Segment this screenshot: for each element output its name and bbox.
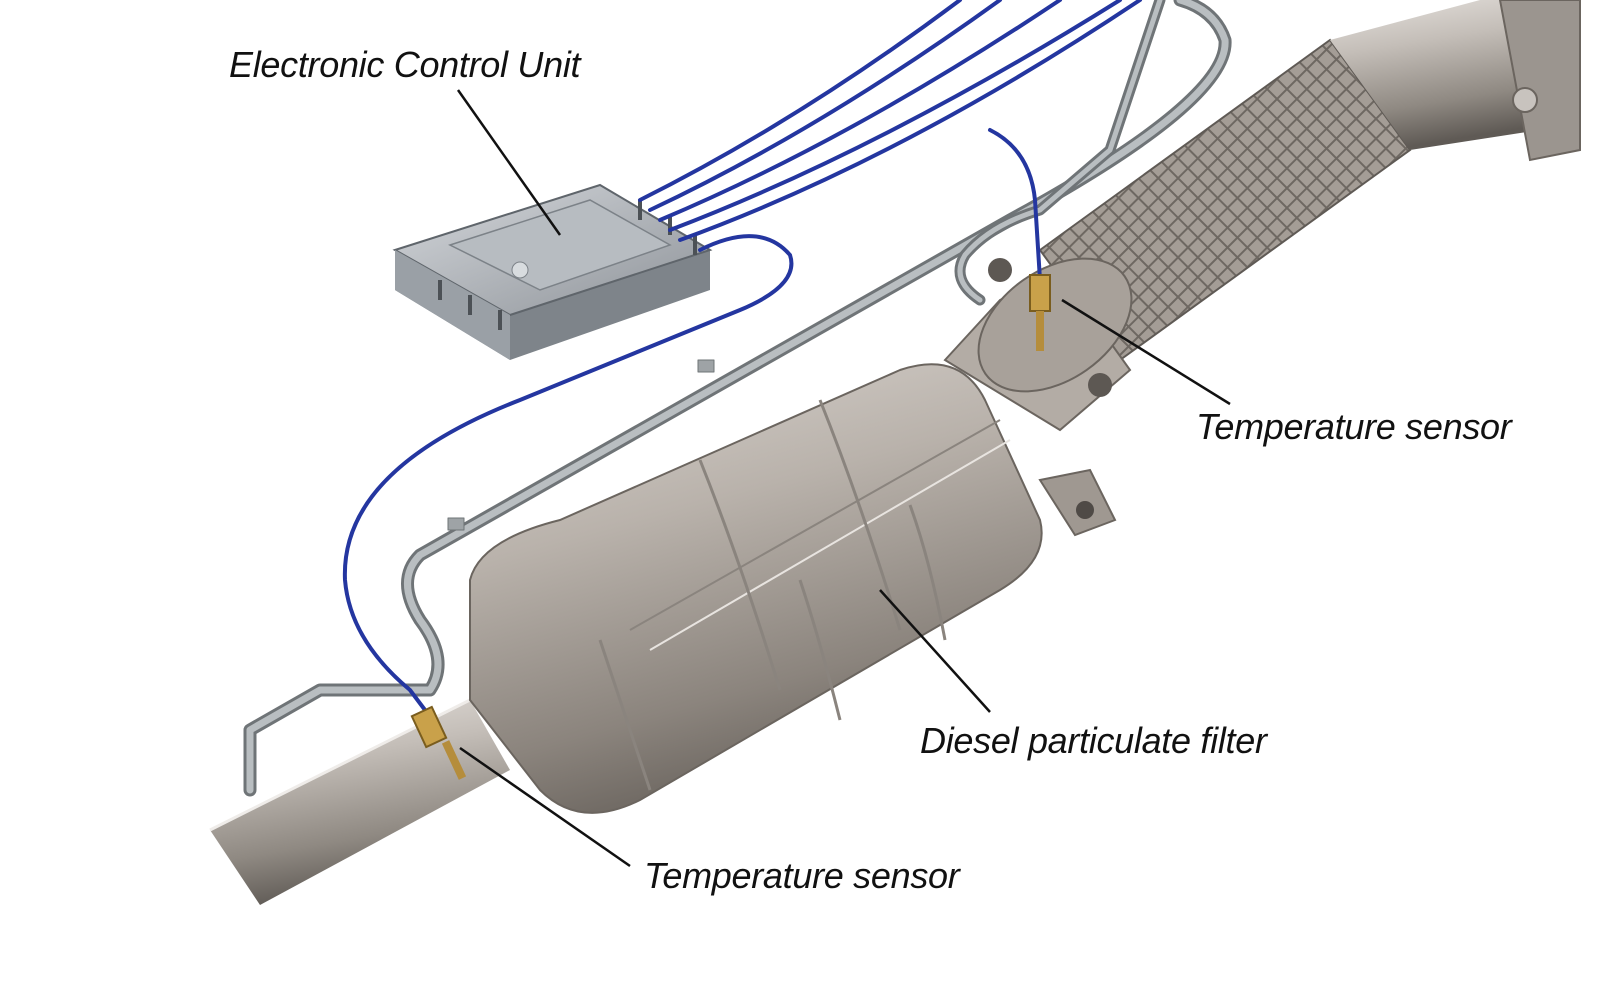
pressure-tube-lines [243,0,1232,797]
exhaust-pipe-inlet [1038,0,1581,362]
dpf-callout-label: Diesel particulate filter [920,720,1267,761]
diesel-particulate-filter [469,257,1133,814]
ecu-callout-label: Electronic Control Unit [229,44,581,85]
temperature-sensor-downstream-label: Temperature sensor [644,855,960,896]
callout-leader-lines [456,89,1231,868]
electronic-control-unit [392,183,713,360]
sensor-wiring-harness [342,0,1142,712]
temperature-sensor-upstream-label: Temperature sensor [1196,406,1512,447]
temperature-sensor-upstream-icon [1029,274,1051,351]
temperature-sensor-downstream-icon [410,705,467,780]
